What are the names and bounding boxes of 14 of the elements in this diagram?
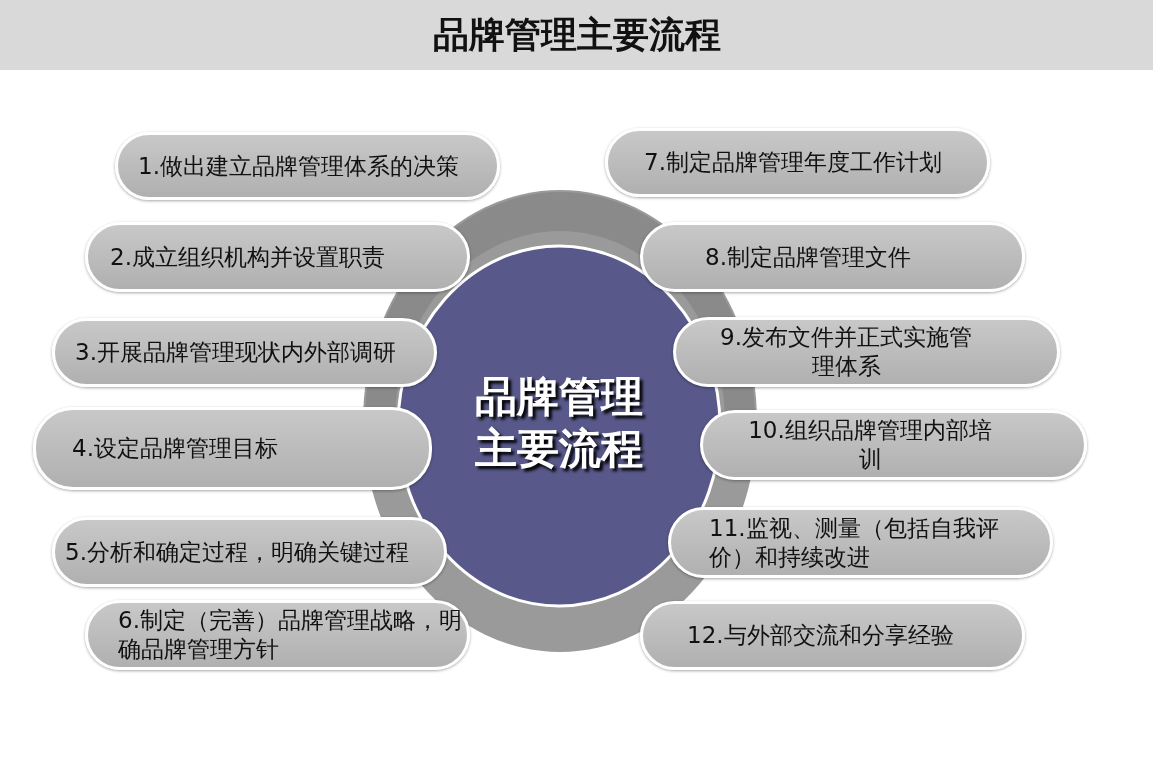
step-pill: 11.监视、测量（包括自我评价）和持续改进 bbox=[668, 507, 1053, 578]
step-pill: 12.与外部交流和分享经验 bbox=[640, 601, 1025, 670]
step-pill: 6.制定（完善）品牌管理战略，明确品牌管理方针 bbox=[85, 600, 470, 670]
step-pill: 7.制定品牌管理年度工作计划 bbox=[605, 128, 990, 197]
step-pill: 10.组织品牌管理内部培训 bbox=[700, 410, 1087, 480]
step-pill: 3.开展品牌管理现状内外部调研 bbox=[52, 318, 437, 387]
title-banner: 品牌管理主要流程 bbox=[0, 0, 1153, 70]
step-pill: 5.分析和确定过程，明确关键过程 bbox=[52, 517, 447, 587]
step-pill: 4.设定品牌管理目标 bbox=[33, 407, 432, 490]
center-title: 品牌管理主要流程 bbox=[474, 371, 644, 475]
step-pill: 8.制定品牌管理文件 bbox=[640, 222, 1025, 292]
step-pill: 9.发布文件并正式实施管理体系 bbox=[673, 317, 1060, 387]
step-pill: 2.成立组织机构并设置职责 bbox=[85, 222, 470, 292]
step-pill: 1.做出建立品牌管理体系的决策 bbox=[115, 132, 500, 200]
